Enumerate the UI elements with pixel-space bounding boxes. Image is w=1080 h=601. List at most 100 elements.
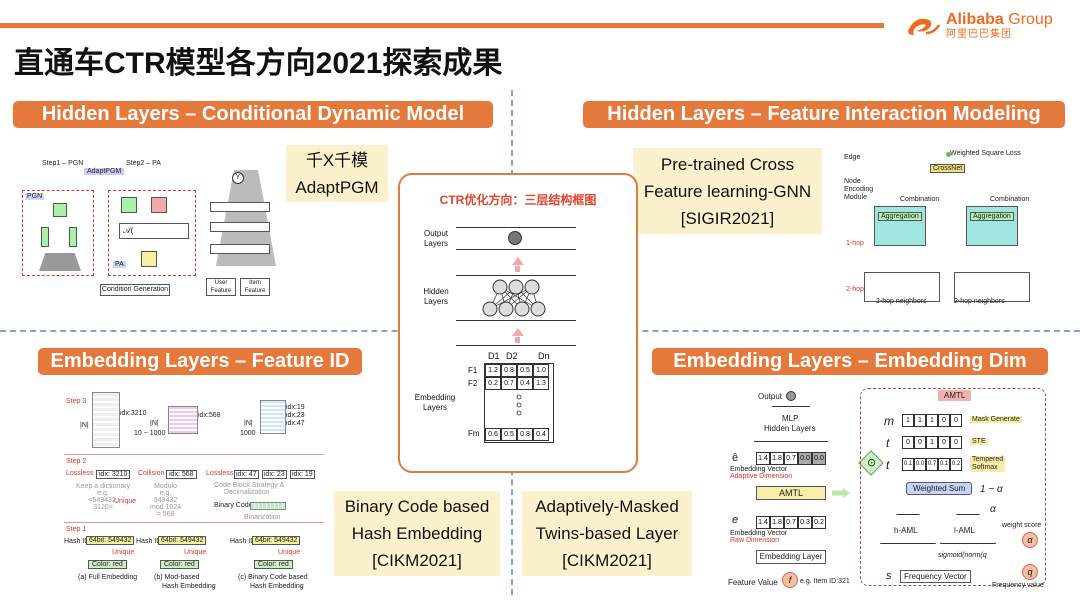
combination-label-left: Combination xyxy=(900,196,940,203)
pgn-block: PGN xyxy=(22,190,94,276)
hash-value-box: 64bit: 549432 xyxy=(158,536,207,545)
vector-cell: 0.2 xyxy=(812,516,826,529)
vector-cell: 0.7 xyxy=(784,516,798,529)
vector-cell: 0 xyxy=(938,436,950,449)
q-node: q xyxy=(1022,564,1038,580)
idx-box: idx: 568 xyxy=(166,470,197,479)
brand-suffix: Group xyxy=(1008,11,1053,28)
hash-id-label: Hash ID xyxy=(64,538,90,545)
code-block-note: Code Block Strategy & xyxy=(214,482,285,489)
caption-b: (b) Mod-based xyxy=(154,574,200,581)
layer-line xyxy=(456,345,576,346)
label-line: Layers xyxy=(423,297,448,306)
note-text: Keep a dictionary xyxy=(76,483,131,490)
page-title: 直通车CTR模型各方向2021探索成果 xyxy=(14,47,503,80)
binary-code-label: Binary Code xyxy=(214,502,253,509)
pa-output-node xyxy=(141,251,157,267)
item-feature-box: Item Feature xyxy=(240,278,270,296)
modulo-note: Modulo e.g. 549432 mod 1024 = 568 xyxy=(150,483,181,518)
matrix-row: 1.2 0.8 0.5 1.0 xyxy=(485,364,553,377)
idx-box: idx: 23 xyxy=(262,470,287,479)
alpha-node: α xyxy=(1022,532,1038,548)
e-symbol: e xyxy=(732,514,739,526)
vector-cell: 1.8 xyxy=(770,516,784,529)
l-aml-label: l-AML xyxy=(954,526,975,535)
pa-node xyxy=(151,197,167,213)
matrix-cell: 0.8 xyxy=(517,428,533,441)
color-box: Color: red xyxy=(254,560,293,569)
note-top-left: 千X千模 AdaptPGM xyxy=(286,145,388,202)
caption-c: Hash Embedding xyxy=(250,583,304,590)
note-line: Pre-trained Cross xyxy=(660,154,795,174)
note-text: mod 1024 xyxy=(150,504,182,511)
binary-code-strip xyxy=(250,502,286,510)
row-label: F1 xyxy=(468,366,478,375)
adaptive-dimension-label: Adaptive Dimension xyxy=(730,473,793,480)
layer-line xyxy=(456,275,576,276)
column-header: D1 xyxy=(488,351,500,361)
note-line: Twins-based Layer xyxy=(535,524,679,543)
item-example-label: e.g. Item ID:321 xyxy=(800,578,850,585)
neighbors-label: 2-hop neighbors xyxy=(954,298,1005,305)
unique-label: Unique xyxy=(278,549,301,556)
layer-line xyxy=(456,249,576,250)
hash-value-box: 64bit: 549432 xyxy=(252,536,301,545)
vector-cell: 1 xyxy=(914,414,926,427)
vector-cell: 1 xyxy=(926,414,938,427)
output-node xyxy=(786,391,796,401)
pa-function-box: 𝒜( xyxy=(119,223,189,239)
vector-cell: 0.7 xyxy=(784,452,798,465)
hidden-layers-label: Hidden Layers xyxy=(764,424,816,433)
hop2-group-right xyxy=(954,272,1030,302)
matrix-cell: 0.7 xyxy=(501,377,517,390)
brand-name: Alibaba xyxy=(946,11,1004,28)
matrix-cell: 0.8 xyxy=(501,364,517,377)
step2-label: Step 2 xyxy=(66,458,87,465)
alibaba-logo: Alibaba Group 阿里巴巴集团 xyxy=(904,8,1074,44)
pa-block: 𝒜( PA xyxy=(108,190,196,276)
vector-cell: 0.0 xyxy=(812,452,826,465)
tower-layer xyxy=(210,202,270,212)
note-top-right: Pre-trained Cross Feature learning-GNN [… xyxy=(633,148,822,234)
pgn-label: PGN xyxy=(25,193,45,200)
up-arrow-icon xyxy=(512,328,524,336)
note-text: e.g. xyxy=(97,490,109,497)
hidden-layers-label: Hidden Layers xyxy=(416,287,456,307)
unique-label: Unique xyxy=(114,498,137,505)
adaptive-vector: 1.4 1.8 0.7 0.0 0.0 xyxy=(756,452,826,465)
note-line: Adaptively-Masked xyxy=(535,497,679,516)
loss-node xyxy=(946,152,951,157)
matrix-cell: 0.6 xyxy=(485,428,501,441)
amtl-box: AMTL xyxy=(756,486,826,500)
step-separator xyxy=(64,522,324,523)
pa-label: PA xyxy=(113,261,126,268)
range-label: 10 ~ 1000 xyxy=(134,430,166,437)
banner-top-right: Hidden Layers – Feature Interaction Mode… xyxy=(583,101,1065,128)
banner-top-left: Hidden Layers – Conditional Dynamic Mode… xyxy=(13,101,493,128)
matrix-cell: 1.2 xyxy=(485,364,501,377)
mask-vector: 1 1 1 0 0 xyxy=(902,414,962,427)
mask-generate-label: Mask Generate xyxy=(970,416,1022,423)
vector-cell: 1 xyxy=(926,436,938,449)
vector-cell: 1 xyxy=(902,414,914,427)
frequency-vector-box: Frequency Vector xyxy=(900,570,971,583)
embedding-table-full xyxy=(92,392,120,448)
amtl-diagram: Output MLP Hidden Layers ê 1.4 1.8 0.7 0… xyxy=(726,386,1052,598)
ste-label: STE xyxy=(970,438,988,445)
feature-value-label: Feature Value xyxy=(728,578,778,587)
column-header: D2 xyxy=(506,351,518,361)
neighbors-label: 2-hop neighbors xyxy=(876,298,927,305)
m-symbol: m xyxy=(884,414,894,428)
adaptive-vector-label: Embedding Vector xyxy=(730,466,788,473)
vector-cell: 1.4 xyxy=(756,516,770,529)
step1-label: Step 1 xyxy=(66,526,87,533)
matrix-row: 0.6 0.5 0.8 0.4 xyxy=(485,428,549,441)
gnn-diagram: Edge Weighted Square Loss CrossNet Node … xyxy=(842,148,1032,308)
hash-id-label: Hash ID xyxy=(136,538,162,545)
decimal-note: Decimalization xyxy=(224,489,270,496)
h-aml-label: h-AML xyxy=(894,526,918,535)
softmax-vector: 0.1 0.0 0.7 0.1 0.2 xyxy=(902,458,962,471)
n-label: |N| xyxy=(150,420,159,427)
n-label: |N| xyxy=(244,420,253,427)
vector-cell: 0 xyxy=(950,414,962,427)
